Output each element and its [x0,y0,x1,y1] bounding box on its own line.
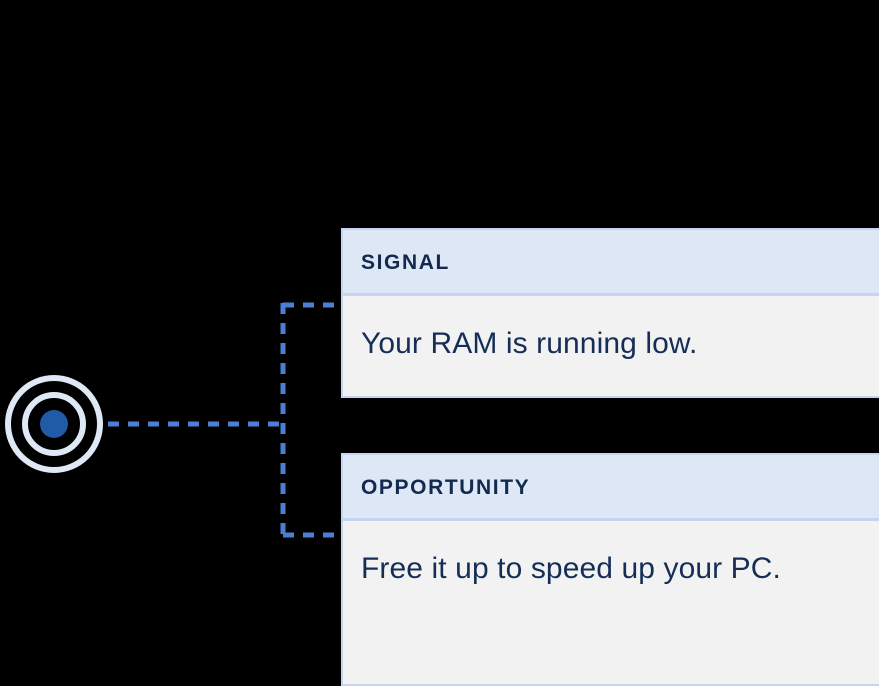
signal-card-body: Your RAM is running low. [343,296,879,391]
opportunity-card-body-text: Free it up to speed up your PC. [361,552,781,585]
signal-card[interactable]: SIGNAL Your RAM is running low. [341,228,879,398]
node-core-dot [40,410,68,438]
insight-node[interactable] [5,375,103,473]
signal-card-header-label: SIGNAL [361,251,450,274]
opportunity-card[interactable]: OPPORTUNITY Free it up to speed up your … [341,453,879,686]
opportunity-card-header-label: OPPORTUNITY [361,476,531,499]
signal-card-body-text: Your RAM is running low. [361,327,698,360]
signal-card-header: SIGNAL [343,230,879,296]
opportunity-card-header: OPPORTUNITY [343,455,879,521]
node-middle-ring [22,392,86,456]
connector-path [108,302,343,538]
opportunity-card-body: Free it up to speed up your PC. [343,521,879,616]
node-outer-ring [5,375,103,473]
